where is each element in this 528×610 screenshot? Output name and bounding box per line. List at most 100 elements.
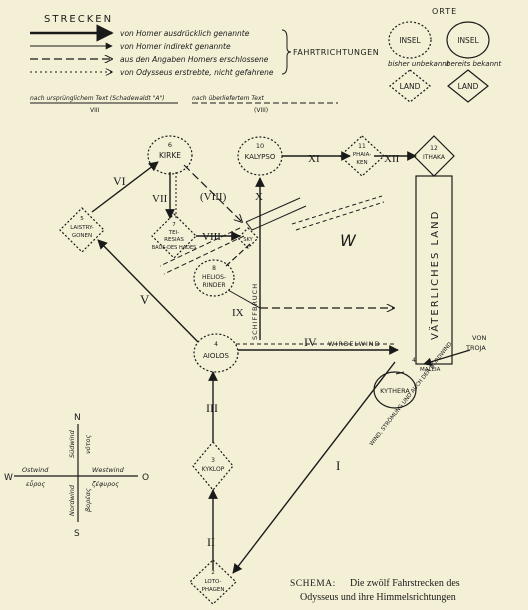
node-aiolos-name: AIOLOS (203, 352, 230, 360)
route-label-VIII: VIII (202, 231, 221, 243)
compass: N S W O Südwind νότος Ostwind εὖρος West… (4, 413, 149, 539)
insel-unknown-symbol (388, 21, 432, 59)
node-kythera: KYTHERA (373, 371, 417, 409)
routes (91, 151, 471, 574)
malea-name: MALEIA (420, 367, 441, 373)
route-label-VIII-paren: (VIII) (200, 191, 227, 203)
node-phaiaken-num: 11 (358, 143, 366, 150)
route-label-VI: VI (113, 174, 126, 188)
node-teiresias-name2: RESIAS (164, 237, 184, 243)
compass-notos: νότος (84, 435, 92, 454)
compass-nordwind: Nordwind (68, 484, 76, 516)
node-phaiaken-name1: PHAIA- (353, 152, 371, 158)
node-skylla: SKY (237, 227, 259, 249)
node-ithaka-name: ITHAKA (423, 154, 446, 161)
schiffbruch-label: SCHIFFBRUCH (251, 283, 259, 340)
node-kyklop-num: 3 (211, 457, 215, 464)
node-heliosrinder: 8 HELIOS- RINDER (193, 259, 235, 297)
node-laistrygonen-num: 5 (80, 216, 84, 222)
node-phaiaken: 11 PHAIA- KEN (339, 135, 385, 177)
node-heliosrinder-name2: RINDER (202, 282, 225, 289)
node-lotophagen: 2 LOTO- PHAGEN (189, 559, 237, 605)
route-labels: I II III IV V VI VII (VIII) VIII IX X XI… (113, 153, 400, 549)
node-laistrygonen: 5 LAISTRY- GONEN (59, 207, 105, 253)
insel-known-symbol (446, 21, 490, 59)
wirbelwind-label: WIRBELWIND (328, 340, 381, 348)
vaeterliches-land-label: VÄTERLICHES LAND (428, 210, 441, 340)
legend-row-1: von Homer ausdrücklich genannte (120, 29, 250, 38)
compass-westwind: Westwind (92, 466, 125, 474)
legend-title: STRECKEN (44, 14, 113, 25)
node-laistrygonen-name1: LAISTRY- (70, 225, 94, 231)
node-kalypso: 10 KALYPSO (237, 136, 283, 176)
legend-brace-label: FAHRTRICHTUNGEN (293, 48, 379, 57)
route-label-VII: VII (152, 193, 168, 205)
compass-o: O (142, 473, 149, 483)
compass-n: N (74, 413, 81, 423)
bisher-unbekannt: bisher unbekannt (388, 60, 450, 68)
node-lotophagen-name1: LOTO- (204, 579, 221, 585)
compass-euros: εὖρος (26, 479, 45, 488)
caption: SCHEMA: Die zwölf Fahrstrecken des Odyss… (290, 578, 460, 603)
node-teiresias-num: 7 (172, 222, 176, 228)
node-kirke-name: KIRKE (159, 151, 181, 160)
text-note-left: nach ursprünglichem Text (Schadewaldt "A… (30, 95, 165, 102)
caption-lead: SCHEMA: (290, 579, 336, 589)
node-heliosrinder-name1: HELIOS- (202, 274, 226, 281)
orte-title: ORTE (432, 7, 457, 16)
node-kalypso-num: 10 (256, 142, 264, 150)
route-label-IV: IV (304, 335, 317, 349)
caption-line1: Die zwölf Fahrstrecken des (350, 578, 460, 589)
route-VIII-paren-line (183, 164, 242, 222)
helios-schiffbruch-line (227, 289, 261, 309)
route-label-XII: XII (384, 153, 400, 165)
node-aiolos: 4 AIOLOS (193, 333, 239, 373)
compass-s: S (74, 529, 80, 539)
troja-name: TROJA (465, 344, 486, 352)
w-letter: W (340, 231, 357, 250)
land-unknown-label: LAND (400, 82, 421, 91)
node-lotophagen-num: 2 (211, 570, 215, 576)
route-V-line (97, 239, 199, 343)
land-known-label: LAND (458, 82, 479, 91)
troja-pre: VON (472, 334, 486, 342)
node-phaiaken-name2: KEN (356, 160, 367, 166)
route-label-XI: XI (308, 153, 320, 165)
node-teiresias-name3: BAUS-DES HADES (152, 245, 197, 251)
land-unknown-symbol (389, 69, 431, 103)
node-kirke-num: 6 (168, 141, 172, 149)
vaeterliches-land: VÄTERLICHES LAND 4 MALEIA (412, 175, 453, 373)
node-ithaka-num: 12 (430, 145, 438, 152)
wind-dash-upper (291, 195, 383, 225)
compass-w: W (4, 473, 13, 483)
route-label-IX: IX (232, 307, 244, 319)
compass-suedwind: Südwind (68, 429, 76, 458)
node-kythera-name: KYTHERA (380, 387, 410, 395)
node-lotophagen-name2: PHAGEN (202, 587, 225, 593)
wind-band (159, 197, 307, 275)
legend-row-2: von Homer indirekt genannte (120, 42, 231, 51)
node-laistrygonen-name2: GONEN (72, 233, 92, 239)
insel-known-label: INSEL (457, 36, 479, 45)
wind-dash-lower (295, 201, 385, 231)
route-label-III: III (206, 401, 218, 415)
legend-row-3: aus den Angaben Homers erschlossene (120, 55, 269, 64)
node-heliosrinder-num: 8 (212, 265, 216, 272)
caption-line2: Odysseus und ihre Himmelsrichtungen (300, 592, 456, 603)
node-teiresias: 7 TEI- RESIAS BAUS-DES HADES (151, 213, 197, 259)
bereits-bekannt: bereits bekannt (446, 60, 501, 68)
legend-row-4: von Odysseus erstrebte, nicht gefahrene (120, 68, 274, 77)
malea-num: 4 (412, 357, 416, 364)
legend-brace (281, 29, 292, 75)
route-label-I: I (336, 458, 340, 473)
compass-boreas: βορέας (84, 488, 92, 512)
text-note-left-viii: VIII (90, 107, 100, 114)
text-note-right: nach überliefertem Text (192, 95, 265, 102)
node-skylla-name: SKY (243, 237, 253, 243)
troja-arrow (423, 349, 471, 366)
insel-unknown-label: INSEL (399, 36, 421, 45)
text-note-right-viii: (VIII) (254, 107, 268, 114)
route-label-II: II (207, 535, 215, 549)
